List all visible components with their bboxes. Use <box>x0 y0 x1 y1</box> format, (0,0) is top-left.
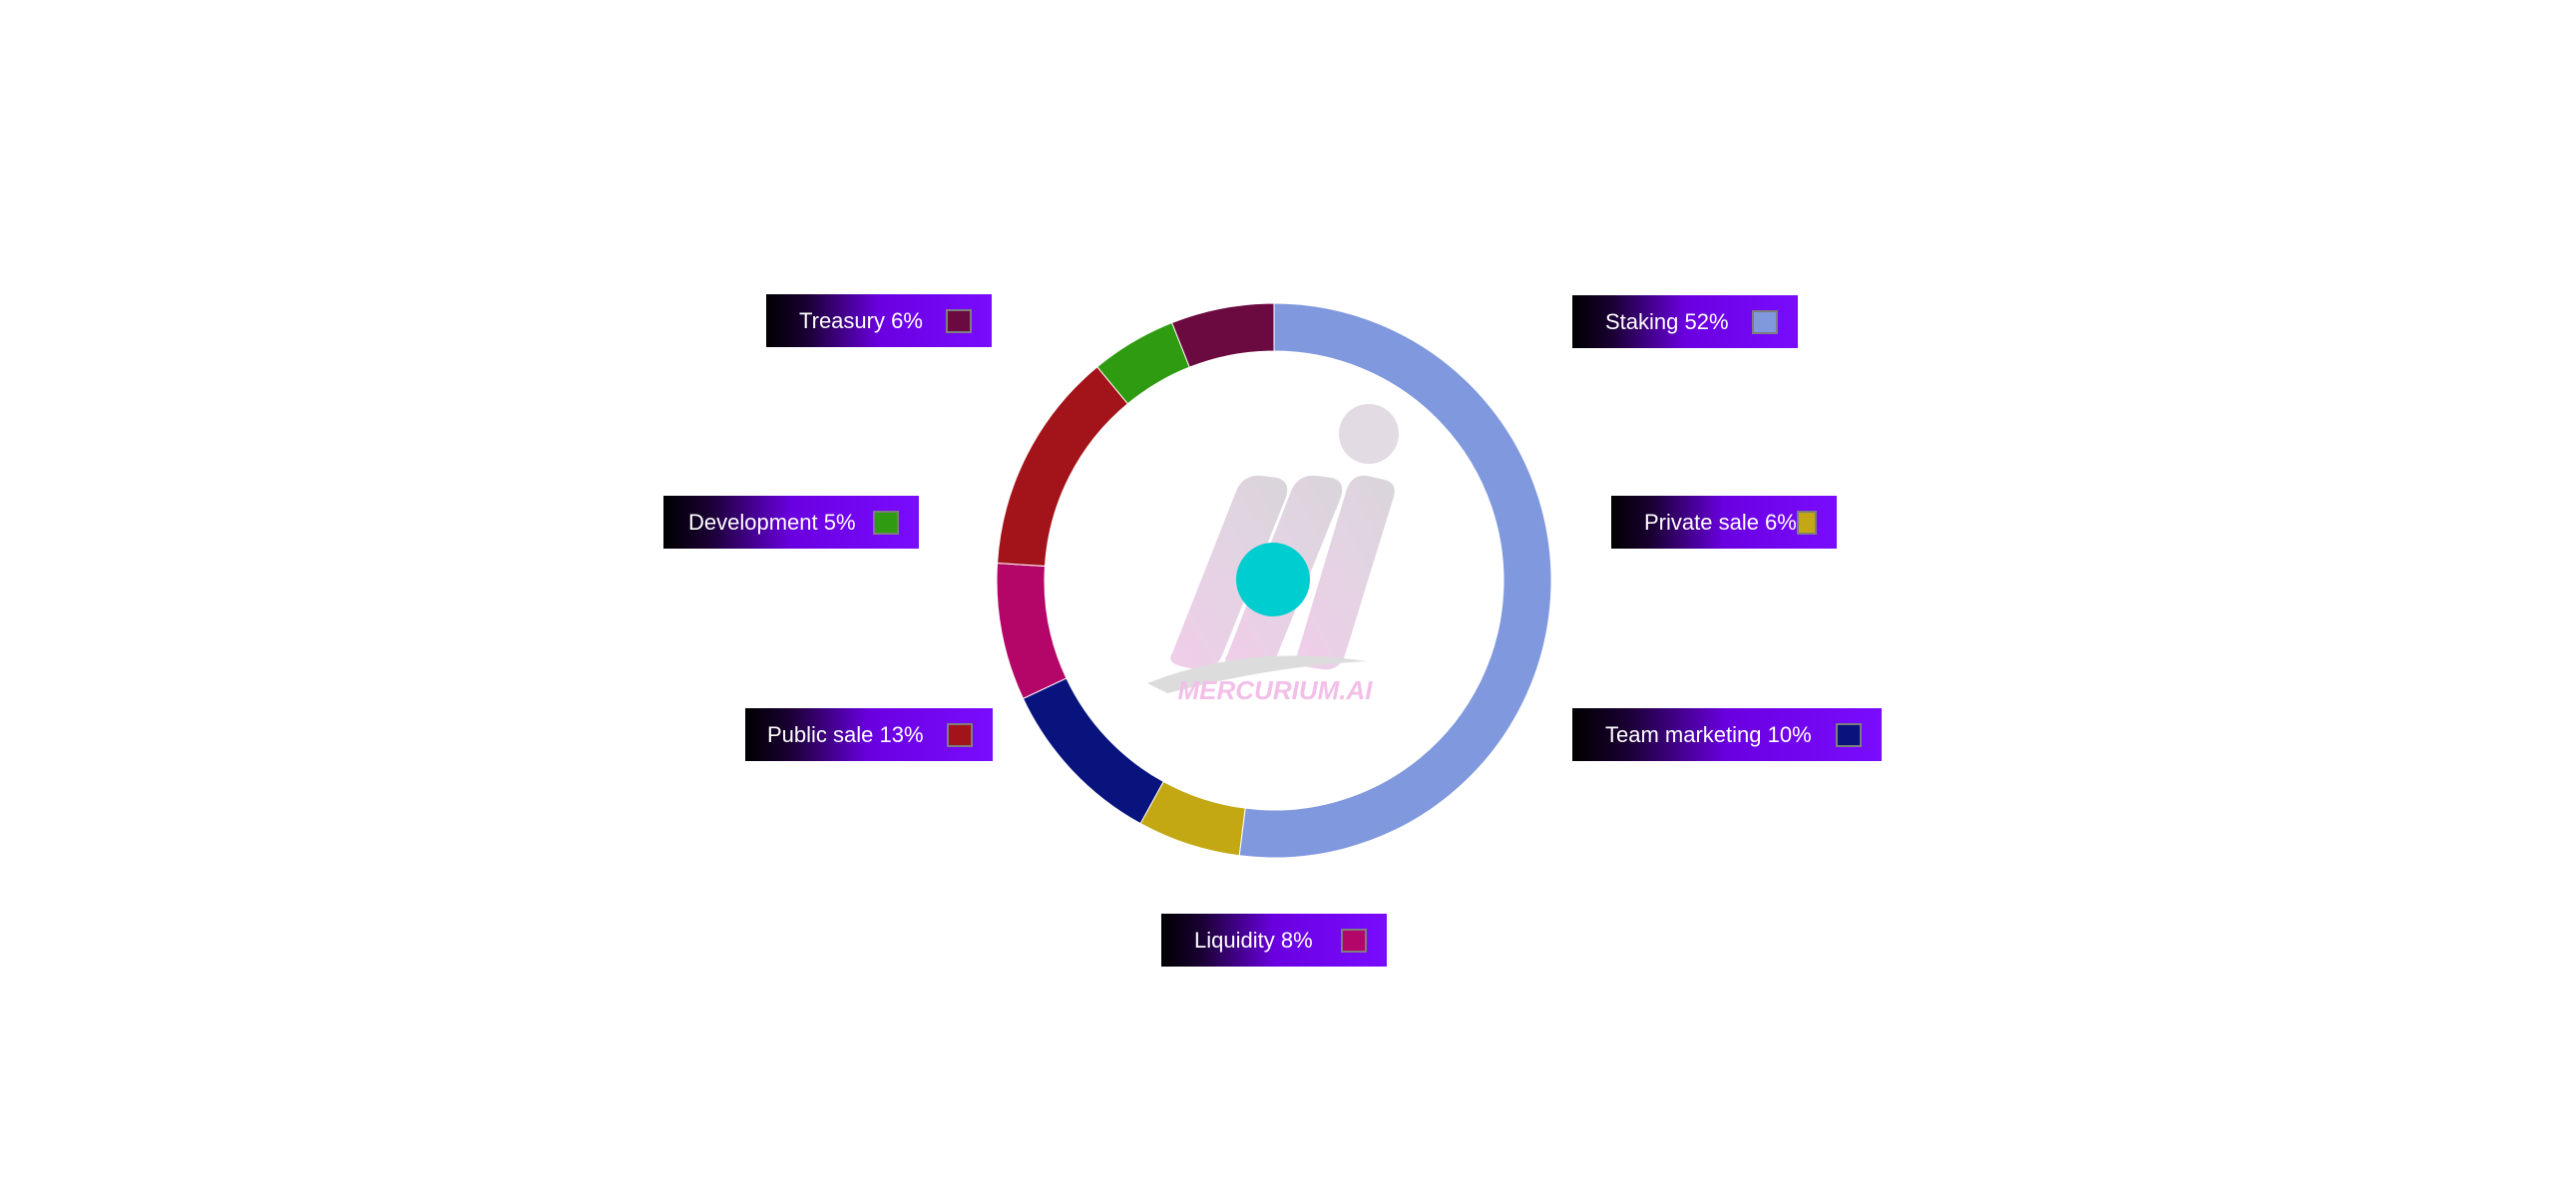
legend-public-sale: Public sale 13% <box>745 708 993 761</box>
logo-swoosh <box>1147 655 1367 693</box>
legend-label-public-sale: Public sale 13% <box>767 721 924 747</box>
legend-swatch-public-sale <box>947 722 973 747</box>
logo-m-stroke-left <box>1170 475 1288 670</box>
mercurium-logo: MERCURIUM.AI <box>1147 404 1399 705</box>
logo-center-dot <box>1236 543 1310 616</box>
legend-label-development: Development 5% <box>688 509 856 535</box>
legend-liquidity: Liquidity 8% <box>1161 914 1387 967</box>
legend-swatch-staking <box>1752 309 1778 334</box>
legend-swatch-private-sale <box>1796 510 1817 535</box>
legend-label-team-marketing: Team marketing 10% <box>1605 721 1812 747</box>
logo-m-stroke-right <box>1295 475 1395 670</box>
logo-small-dot <box>1339 404 1399 464</box>
logo-wordmark: MERCURIUM.AI <box>1178 675 1374 705</box>
legend-swatch-treasury <box>946 308 972 333</box>
legend-label-treasury: Treasury 6% <box>799 307 923 333</box>
legend-development: Development 5% <box>663 496 919 549</box>
legend-swatch-development <box>873 510 899 535</box>
donut-slice-liquidity <box>996 563 1068 700</box>
legend-private-sale: Private sale 6% <box>1611 496 1837 549</box>
legend-swatch-team-marketing <box>1836 722 1862 747</box>
donut-slice-staking <box>1238 302 1552 859</box>
donut-slice-treasury <box>1171 302 1275 368</box>
legend-label-staking: Staking 52% <box>1605 308 1729 334</box>
legend-team-marketing: Team marketing 10% <box>1572 708 1882 761</box>
legend-label-liquidity: Liquidity 8% <box>1194 927 1313 953</box>
legend-treasury: Treasury 6% <box>766 294 992 347</box>
donut-slice-public-sale <box>997 366 1129 568</box>
legend-label-private-sale: Private sale 6% <box>1644 509 1797 535</box>
legend-staking: Staking 52% <box>1572 295 1798 348</box>
legend-swatch-liquidity <box>1341 928 1367 953</box>
